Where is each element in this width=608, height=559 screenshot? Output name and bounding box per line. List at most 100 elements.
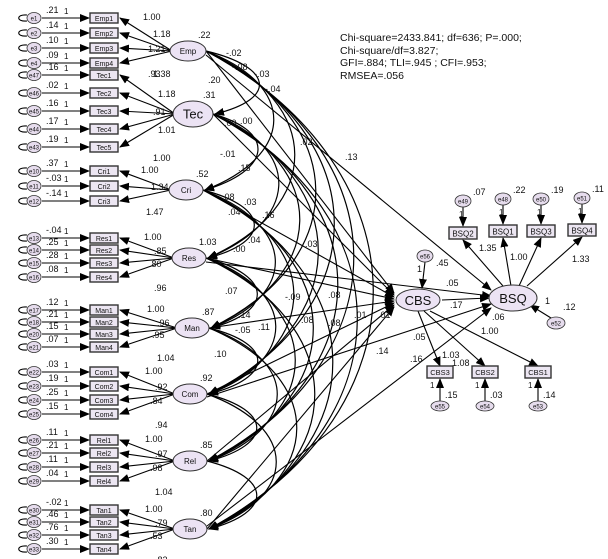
fit-stat-chi-square-df: Chi-square/df=3.827; [340,44,439,57]
loading-label: 1.38 [153,69,171,79]
error-term [26,57,42,69]
covariance-label: -.05 [235,325,251,335]
loading-path [518,237,542,287]
fixed-path-label: 1 [64,82,69,91]
error-term [26,316,42,328]
observed-indicator [89,504,119,516]
loading-path [119,189,172,204]
error-term-label: e15 [29,262,40,268]
loading-label: .92 [155,382,168,392]
error-variance-label: .19 [46,134,59,144]
error-variance-label: .45 [436,258,449,268]
error-term [494,192,512,206]
error-variance-loop [18,506,28,514]
structural-path [212,113,395,296]
loading-label: 1.21 [148,44,166,54]
latent-factor [171,247,207,269]
indicator-label: BSQ1 [492,228,514,237]
structural-path-label: .05 [446,278,459,288]
error-variance-loop [18,318,28,326]
covariance-label: .15 [238,163,251,173]
factor-variance-label: .92 [200,373,213,383]
loading-path [119,17,173,52]
error-term-label: e44 [29,128,40,134]
error-term [26,123,42,135]
fixed-path-label: 1 [64,136,69,145]
indicator-label: CBS2 [475,368,495,377]
covariance-label: .11 [258,322,270,332]
covariance-label: -.03 [254,69,270,79]
error-variance-loop [18,463,28,471]
error-term [416,249,434,263]
error-term-label: e54 [480,405,491,411]
error-term-label: e13 [29,237,40,243]
error-term-label: e21 [29,346,40,352]
error-variance-label: .07 [473,187,486,197]
loading-path [423,310,486,367]
error-variance-loop [18,343,28,351]
error-variance-loop [18,382,28,390]
error-term-label: e2 [31,32,38,38]
error-term-label: e33 [29,548,40,554]
structural-path [205,50,395,294]
error-term [26,516,42,528]
fixed-path-label: 1 [64,64,69,73]
error-variance-loop [18,449,28,457]
loading-label: .95 [152,330,165,340]
error-variance-label: .14 [543,390,556,400]
error-term [26,504,42,516]
error-term [430,400,450,412]
observed-indicator [89,105,119,117]
error-variance-loop [18,125,28,133]
covariance-label: .04 [228,207,241,217]
fixed-path-label: 1 [64,100,69,109]
indicator-label: Com3 [95,398,114,405]
error-term [475,400,495,412]
observed-indicator [89,244,119,256]
error-variance-loop [18,273,28,281]
loading-label: .91 [153,107,166,117]
error-term-label: e46 [29,92,40,98]
error-term [26,257,42,269]
error-variance-loop [18,44,28,52]
fixed-path-label: 1 [64,299,69,308]
error-variance-loop [18,182,28,190]
covariance-arc [202,189,295,395]
fixed-path-label: 1 [64,442,69,451]
error-variance-label: .10 [46,35,59,45]
error-term-label: e11 [29,185,39,191]
covariance-label: .03 [305,239,318,249]
latent-factor [172,100,214,128]
loading-label: 1.00 [145,434,163,444]
fixed-path-label: 1 [64,160,69,169]
error-term-label: e50 [536,198,547,204]
observed-indicator [89,232,119,244]
loading-label: 1.00 [145,366,163,376]
observed-indicator [89,341,119,353]
loading-path [119,327,178,338]
fit-stat-rmsea: RMSEA=.056 [340,69,404,82]
observed-indicator [89,408,119,420]
indicator-label: Rel3 [97,465,112,472]
indicator-label: Com2 [95,384,114,391]
observed-indicator [89,180,119,192]
loading-label: .96 [154,283,167,293]
observed-indicator [526,224,556,238]
error-variance-loop [18,436,28,444]
loading-path [119,44,173,53]
latent-factor-label: BSQ [499,291,526,306]
error-term-label: e51 [577,197,588,203]
structural-path [202,189,395,298]
covariance-layer [202,50,374,531]
fixed-path-label: 1 [475,381,480,390]
loading-path [119,257,175,278]
error-variance-loop [18,518,28,526]
error-term-label: e14 [29,249,40,255]
indicator-label: BSQ2 [452,230,474,239]
covariance-label: .13 [345,152,358,162]
covariance-label: .07 [225,286,238,296]
error-term-label: e18 [29,321,40,327]
error-variance-loop [18,59,28,67]
error-variance-loop [18,143,28,151]
error-term-label: e56 [420,255,431,261]
